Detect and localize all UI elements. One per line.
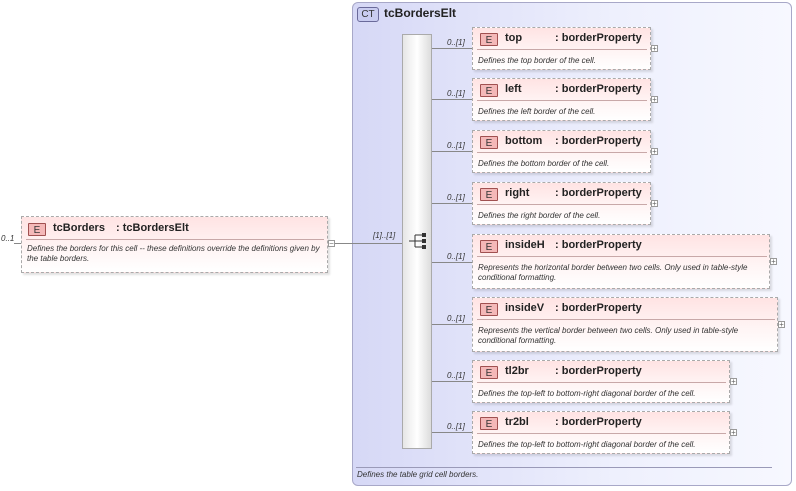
child-connector — [432, 432, 472, 433]
child-element-name: right — [505, 187, 530, 199]
child-element-description: Defines the top border of the cell. — [478, 56, 596, 65]
child-element-name: tr2bl — [505, 416, 529, 428]
expand-toggle[interactable]: + — [651, 199, 658, 208]
child-connector — [432, 262, 472, 263]
child-connector — [432, 203, 472, 204]
expand-toggle[interactable]: + — [778, 320, 785, 329]
element-divider — [477, 256, 767, 257]
child-element-insideH[interactable]: E insideH : borderProperty Represents th… — [472, 234, 770, 289]
child-element-type: : borderProperty — [555, 416, 642, 428]
child-element-description: Defines the bottom border of the cell. — [478, 159, 610, 168]
child-cardinality: 0..[1] — [447, 193, 465, 202]
element-badge: E — [480, 188, 498, 201]
child-element-right[interactable]: E right : borderProperty Defines the rig… — [472, 182, 651, 225]
child-element-insideV[interactable]: E insideV : borderProperty Represents th… — [472, 297, 778, 352]
element-divider — [477, 204, 647, 205]
element-badge: E — [480, 84, 498, 97]
element-badge: E — [480, 33, 498, 46]
sequence-icon — [409, 233, 426, 249]
root-to-sequence-connector — [335, 243, 403, 244]
child-element-bottom[interactable]: E bottom : borderProperty Defines the bo… — [472, 130, 651, 173]
complex-type-divider — [356, 467, 772, 468]
child-element-type: : borderProperty — [555, 32, 642, 44]
child-element-name: left — [505, 83, 522, 95]
child-connector — [432, 48, 472, 49]
element-divider — [477, 319, 775, 320]
child-element-type: : borderProperty — [555, 365, 642, 377]
element-divider — [477, 382, 726, 383]
complex-type-description: Defines the table grid cell borders. — [357, 470, 479, 479]
child-cardinality: 0..[1] — [447, 38, 465, 47]
element-badge: E — [28, 223, 46, 236]
child-element-type: : borderProperty — [555, 239, 642, 251]
child-element-type: : borderProperty — [555, 135, 642, 147]
child-element-type: : borderProperty — [555, 187, 642, 199]
child-element-description: Defines the left border of the cell. — [478, 107, 596, 116]
child-element-type: : borderProperty — [555, 83, 642, 95]
root-element-name: tcBorders — [53, 222, 105, 234]
child-element-tr2bl[interactable]: E tr2bl : borderProperty Defines the top… — [472, 411, 730, 454]
expand-toggle[interactable]: + — [730, 377, 737, 386]
expand-toggle[interactable]: + — [651, 95, 658, 104]
child-element-name: bottom — [505, 135, 543, 147]
child-element-top[interactable]: E top : borderProperty Defines the top b… — [472, 27, 651, 70]
child-element-name: top — [505, 32, 523, 44]
child-cardinality: 0..[1] — [447, 252, 465, 261]
child-element-name: tl2br — [505, 365, 529, 377]
element-badge: E — [480, 136, 498, 149]
collapse-toggle[interactable]: − — [328, 239, 335, 248]
expand-toggle[interactable]: + — [651, 44, 658, 53]
child-element-description: Defines the right border of the cell. — [478, 211, 601, 220]
expand-toggle[interactable]: + — [730, 428, 737, 437]
child-connector — [432, 324, 472, 325]
child-cardinality: 0..[1] — [447, 314, 465, 323]
root-element-box[interactable]: E tcBorders : tcBordersElt Defines the b… — [21, 216, 328, 273]
child-connector — [432, 151, 472, 152]
child-element-name: insideH — [505, 239, 545, 251]
child-element-description: Represents the vertical border between t… — [478, 326, 739, 345]
child-connector — [432, 99, 472, 100]
child-element-description: Defines the top-left to bottom-right dia… — [478, 389, 696, 398]
child-element-type: : borderProperty — [555, 302, 642, 314]
complex-type-badge: CT — [357, 7, 379, 22]
child-cardinality: 0..[1] — [447, 89, 465, 98]
child-cardinality: 0..[1] — [447, 141, 465, 150]
element-badge: E — [480, 417, 498, 430]
complex-type-name: tcBordersElt — [384, 6, 457, 20]
element-divider — [477, 100, 647, 101]
child-cardinality: 0..[1] — [447, 422, 465, 431]
sequence-cardinality: [1]..[1] — [373, 231, 396, 240]
root-element-type: : tcBordersElt — [116, 222, 189, 234]
root-element-description: Defines the borders for this cell -- the… — [27, 244, 320, 263]
expand-toggle[interactable]: + — [651, 147, 658, 156]
child-element-name: insideV — [505, 302, 545, 314]
element-divider — [477, 152, 647, 153]
element-divider — [477, 49, 647, 50]
element-badge: E — [480, 366, 498, 379]
element-divider — [477, 433, 726, 434]
child-element-tl2br[interactable]: E tl2br : borderProperty Defines the top… — [472, 360, 730, 403]
child-element-description: Represents the horizontal border between… — [478, 263, 748, 282]
expand-toggle[interactable]: + — [770, 257, 777, 266]
child-cardinality: 0..[1] — [447, 371, 465, 380]
root-connector-left — [14, 243, 22, 244]
child-element-description: Defines the top-left to bottom-right dia… — [478, 440, 696, 449]
child-element-left[interactable]: E left : borderProperty Defines the left… — [472, 78, 651, 121]
element-badge: E — [480, 240, 498, 253]
element-divider — [26, 239, 324, 240]
element-badge: E — [480, 303, 498, 316]
child-connector — [432, 381, 472, 382]
root-cardinality: 0..1 — [1, 234, 15, 243]
